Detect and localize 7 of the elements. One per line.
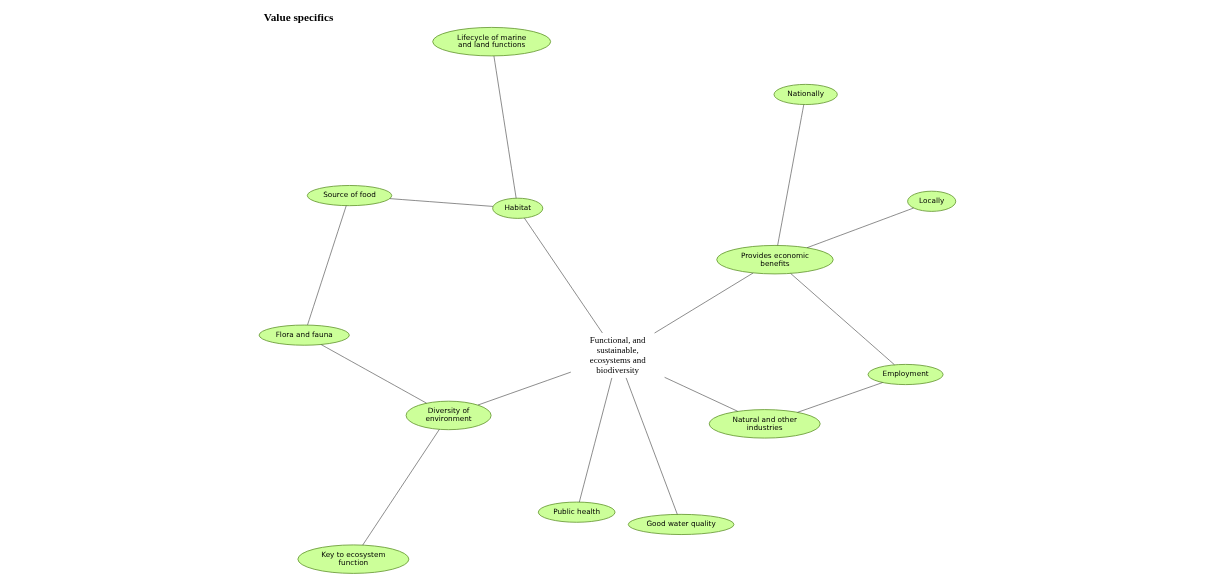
connector <box>320 344 427 404</box>
connector <box>796 382 883 413</box>
connector <box>806 207 914 248</box>
diagram-title: Value specifics <box>263 11 333 24</box>
connector <box>578 377 612 503</box>
connector <box>663 377 738 412</box>
node-text: Functional, and sustainable, ecosystems and biodiversity <box>589 334 646 375</box>
